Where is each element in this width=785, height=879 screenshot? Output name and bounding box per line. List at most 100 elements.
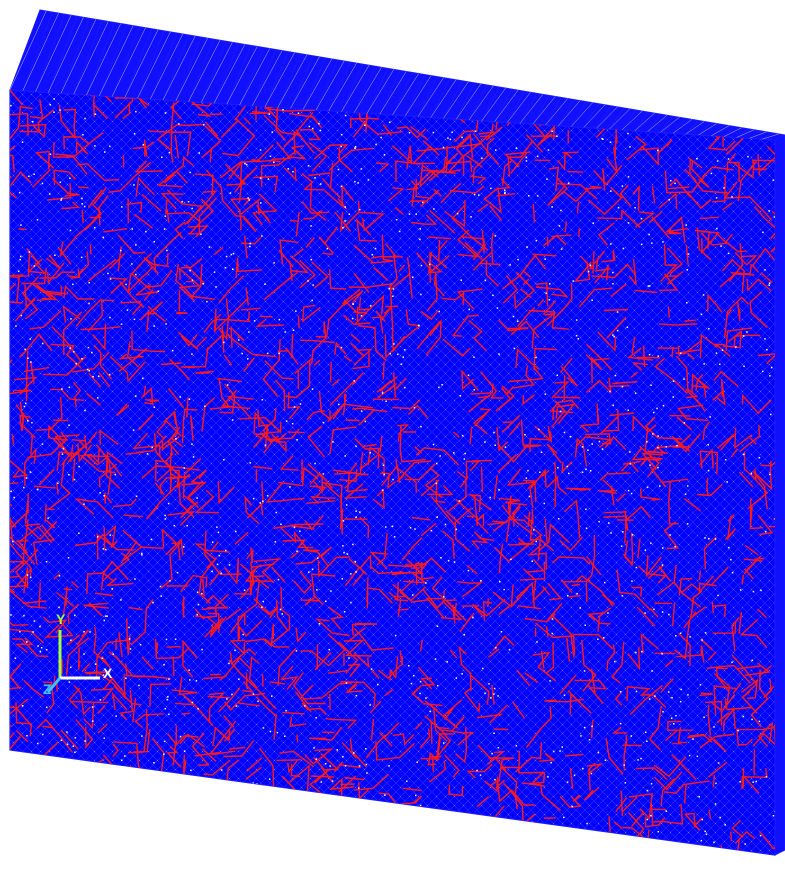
fiber-segment (14, 637, 34, 654)
frame-edge (35, 15, 72, 92)
fiber-segment (604, 511, 627, 514)
mesh-node (102, 236, 104, 239)
frame-edge (430, 78, 451, 118)
frame-edge (494, 88, 513, 122)
fiber-segment (209, 389, 238, 410)
mesh-node (73, 351, 75, 353)
mesh-node (120, 249, 122, 252)
fiber-segment (276, 759, 302, 762)
frame-edge (290, 56, 320, 109)
mesh-node (348, 657, 350, 659)
fiber-segment (256, 696, 278, 718)
mesh-node (492, 294, 494, 297)
fiber-segment (541, 469, 550, 477)
mesh-node (612, 283, 614, 285)
fiber-segment (338, 763, 362, 769)
frame-edge (22, 11, 53, 91)
fiber-segment (208, 570, 222, 586)
mesh-node (128, 626, 130, 629)
mesh-node (764, 338, 766, 340)
mesh-node (493, 431, 495, 434)
mesh-node (228, 564, 231, 566)
fiber-segment (80, 326, 121, 331)
mesh-node (644, 549, 647, 551)
fiber-segment (303, 549, 330, 567)
fiber-segment (22, 276, 39, 320)
mesh-node (66, 731, 68, 733)
fiber-segment (551, 381, 570, 399)
mesh-node (223, 341, 225, 344)
mesh-node (69, 229, 72, 232)
mesh-node (102, 674, 105, 676)
fiber-segment (10, 524, 36, 565)
mesh-node (29, 338, 31, 340)
fiber-segment (72, 381, 82, 408)
fiber-segment (153, 432, 172, 482)
fiber-segment (664, 170, 707, 194)
fiber-segment (675, 355, 699, 398)
frame-edge (405, 75, 432, 116)
fiber-segment (571, 583, 580, 587)
fiber-segment (509, 422, 521, 436)
mesh-node (528, 495, 531, 498)
mesh-node (278, 318, 281, 321)
mesh-node (484, 692, 486, 695)
mesh-node (49, 104, 51, 106)
fiber-segment (587, 186, 623, 216)
fiber-segment (10, 589, 47, 609)
mesh-node (539, 471, 541, 473)
fiber-segment (205, 169, 237, 217)
fiber-segment (758, 830, 775, 850)
mesh-node (165, 323, 167, 325)
mesh-node (609, 390, 611, 393)
mesh-node (504, 191, 506, 194)
fiber-segment (66, 634, 81, 646)
fiber-segment (280, 665, 299, 690)
mesh-node (70, 318, 72, 320)
fiber-segment (174, 221, 186, 240)
fiber-segment (328, 269, 347, 290)
mesh-node (41, 443, 44, 445)
mesh-node (752, 590, 755, 593)
mesh-node (444, 523, 447, 526)
fiber-segment (601, 250, 616, 263)
fiber-segment (496, 443, 529, 463)
fiber-segment (660, 678, 674, 694)
fiber-segment (583, 787, 600, 801)
fiber-segment (415, 562, 428, 585)
fiber-segment (658, 565, 671, 582)
fiber-segment (260, 504, 264, 516)
fiber-segment (496, 427, 509, 452)
fiber-segment (560, 365, 578, 387)
mesh-node (121, 759, 123, 761)
mesh-node (739, 589, 742, 591)
fiber-segment (297, 315, 300, 329)
mesh-node (582, 767, 584, 770)
fiber-segment (581, 639, 597, 692)
frame-edge (455, 82, 475, 120)
fiber-segment (345, 419, 360, 422)
mesh-node (490, 187, 492, 190)
fiber-segment (568, 594, 581, 598)
frame-edge (239, 47, 264, 106)
mesh-node (589, 470, 592, 472)
frame-edge (328, 61, 351, 111)
fiber-segment (179, 286, 196, 302)
fiber-segment (277, 350, 289, 353)
fiber-segment (81, 662, 91, 673)
fiber-segment (715, 667, 729, 692)
mesh-node (584, 624, 586, 626)
fiber-segment (353, 348, 373, 366)
mesh-node (388, 121, 391, 123)
fiber-segment (723, 296, 749, 338)
fiber-segment (160, 362, 182, 366)
fiber-segment (139, 309, 150, 332)
mesh-node (311, 299, 313, 302)
fiber-segment (498, 789, 535, 806)
fiber-segment (616, 569, 652, 611)
mesh-node (651, 670, 653, 672)
fiber-segment (238, 208, 242, 231)
mesh-node (10, 104, 12, 107)
